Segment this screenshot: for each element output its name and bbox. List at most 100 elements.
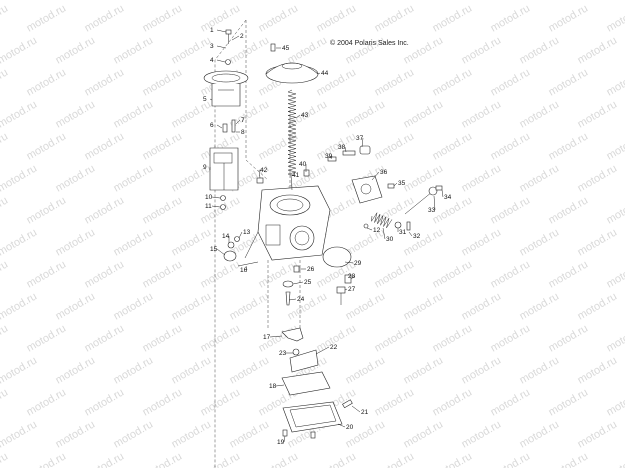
callout-44: 44: [317, 70, 329, 77]
callout-leader: [344, 146, 347, 153]
callout-label: 2: [240, 33, 244, 40]
callout-label: 13: [243, 229, 251, 236]
part-float-22: [289, 349, 319, 373]
part-15: [223, 250, 237, 262]
callout-29: 29: [344, 260, 362, 267]
callout-leader: [211, 196, 221, 199]
callout-leader: [408, 231, 413, 237]
callout-45: 45: [276, 45, 290, 52]
callout-leader: [216, 124, 223, 129]
callout-label: 5: [203, 96, 207, 103]
callout-43: 43: [295, 112, 309, 119]
callout-13: 13: [238, 229, 251, 239]
callout-leader: [283, 435, 286, 443]
callout-leader: [288, 298, 297, 301]
callout-label: 25: [304, 279, 312, 286]
part-slide-9: [209, 147, 239, 191]
callout-1: 1: [210, 27, 227, 34]
part-23: [292, 348, 300, 356]
part-24: [285, 291, 291, 306]
callout-label: 32: [413, 233, 421, 240]
copyright-text: © 2004 Polaris Sales Inc.: [330, 40, 409, 47]
part-diaphragm-29: [322, 246, 352, 268]
callout-label: 21: [361, 409, 369, 416]
callout-8: 8: [236, 129, 245, 136]
callout-7: 7: [235, 117, 245, 125]
callout-leader: [315, 346, 330, 355]
callout-leader: [245, 265, 248, 271]
callout-label: 33: [428, 207, 436, 214]
part-25: [282, 280, 294, 288]
callout-23: 23: [279, 350, 293, 357]
part-19a: [282, 429, 288, 437]
callout-38: 38: [338, 144, 347, 153]
part-gasket-18: [281, 371, 331, 396]
callout-2: 2: [231, 33, 244, 41]
callout-32: 32: [408, 231, 421, 240]
callout-leader: [269, 335, 283, 338]
callout-9: 9: [203, 164, 211, 171]
callout-21: 21: [351, 405, 369, 416]
part-10: [220, 195, 226, 201]
callout-label: 44: [321, 70, 329, 77]
part-31: [394, 221, 402, 229]
callout-label: 11: [205, 203, 212, 210]
callout-leader: [366, 227, 373, 231]
part-gasket-36: [351, 175, 383, 204]
part-screw-45: [270, 43, 276, 52]
callout-leader: [382, 227, 386, 240]
callout-leader: [231, 35, 240, 41]
part-32: [406, 221, 411, 231]
callout-leader: [216, 45, 227, 49]
callout-18: 18: [269, 383, 285, 390]
callout-label: 45: [282, 45, 290, 52]
callout-3: 3: [210, 43, 227, 50]
part-35: [387, 183, 395, 189]
callout-leader: [441, 189, 444, 198]
callout-label: 23: [279, 350, 287, 357]
callout-label: 18: [269, 383, 277, 390]
part-13: [234, 236, 240, 242]
callout-28: 28: [348, 273, 356, 280]
callout-20: 20: [337, 423, 354, 431]
callout-leader: [350, 275, 356, 280]
part-clip-4: [225, 59, 231, 65]
callout-label: 30: [386, 236, 394, 243]
callout-label: 28: [348, 273, 356, 280]
part-21: [342, 399, 353, 409]
callout-6: 6: [210, 122, 223, 129]
callout-24: 24: [288, 296, 305, 303]
callout-label: 14: [222, 233, 230, 240]
callout-12: 12: [366, 227, 381, 234]
callout-label: 4: [210, 57, 214, 64]
callout-leader: [290, 174, 293, 191]
callout-4: 4: [210, 57, 226, 64]
callout-leader: [330, 155, 333, 160]
callout-27: 27: [344, 286, 356, 293]
callout-leader: [433, 195, 436, 211]
part-11: [220, 204, 226, 210]
callout-33: 33: [428, 195, 436, 214]
callout-leader: [258, 169, 261, 179]
part-16: [237, 261, 259, 267]
callout-label: 19: [277, 439, 285, 446]
callout-39: 39: [325, 153, 333, 160]
callout-label: 12: [373, 227, 381, 234]
callout-label: 6: [210, 122, 214, 129]
callout-40: 40: [299, 161, 307, 172]
callout-leader: [295, 114, 301, 119]
callout-11: 11: [205, 203, 221, 210]
callout-leader: [351, 405, 361, 413]
callout-leader: [317, 72, 321, 75]
callout-leader: [211, 205, 221, 208]
callout-41: 41: [290, 172, 300, 191]
callout-10: 10: [205, 194, 221, 201]
part-12: [363, 223, 369, 229]
part-float-bowl-20: [282, 401, 343, 433]
callout-37: 37: [356, 135, 364, 148]
callout-label: 24: [297, 296, 305, 303]
callout-36: 36: [371, 169, 388, 181]
callout-label: 7: [241, 117, 245, 124]
callout-label: 22: [330, 344, 338, 351]
